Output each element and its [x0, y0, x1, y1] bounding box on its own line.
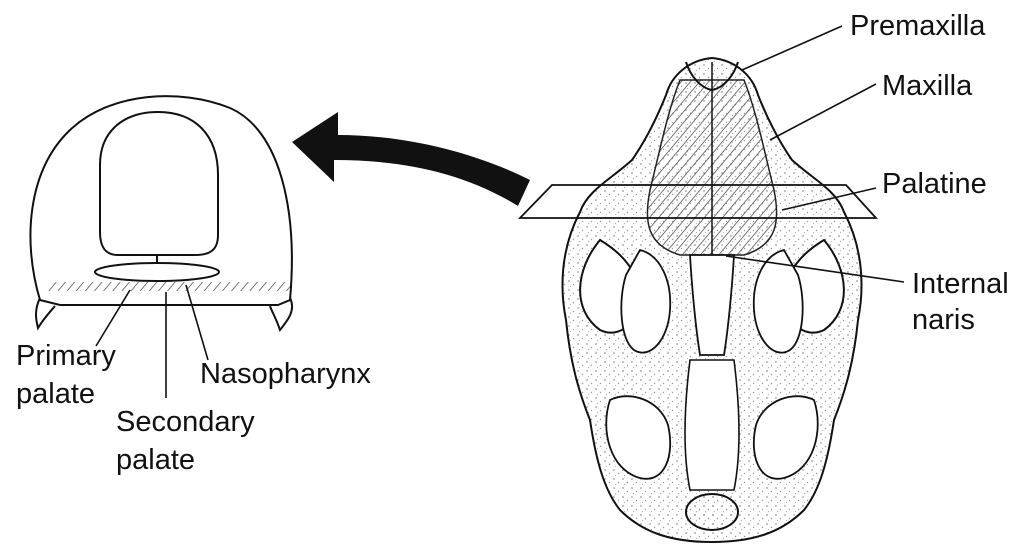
label-primary-palate-line1: Primary — [16, 340, 116, 373]
label-maxilla: Maxilla — [882, 70, 972, 103]
foramen-magnum — [686, 494, 738, 530]
label-palatine: Palatine — [882, 168, 987, 201]
label-secondary-palate-line2: palate — [116, 444, 195, 477]
nasopharynx-passage — [95, 263, 219, 281]
leader-maxilla — [770, 84, 876, 140]
leader-primary-palate — [96, 290, 130, 346]
basicranium — [685, 360, 739, 490]
label-nasopharynx: Nasopharynx — [200, 358, 371, 391]
curved-arrow — [292, 112, 530, 206]
nasal-cavity — [100, 112, 218, 255]
leader-nasopharynx — [186, 285, 208, 360]
label-internal-naris-line2: naris — [912, 304, 975, 337]
label-premaxilla: Premaxilla — [850, 10, 985, 43]
palate-hatch — [48, 282, 290, 291]
leader-premaxilla — [742, 26, 842, 70]
label-internal-naris-line1: Internal — [912, 268, 1009, 301]
skull-ventral-view — [520, 58, 876, 542]
label-primary-palate-line2: palate — [16, 378, 95, 411]
label-secondary-palate-line1: Secondary — [116, 406, 255, 439]
